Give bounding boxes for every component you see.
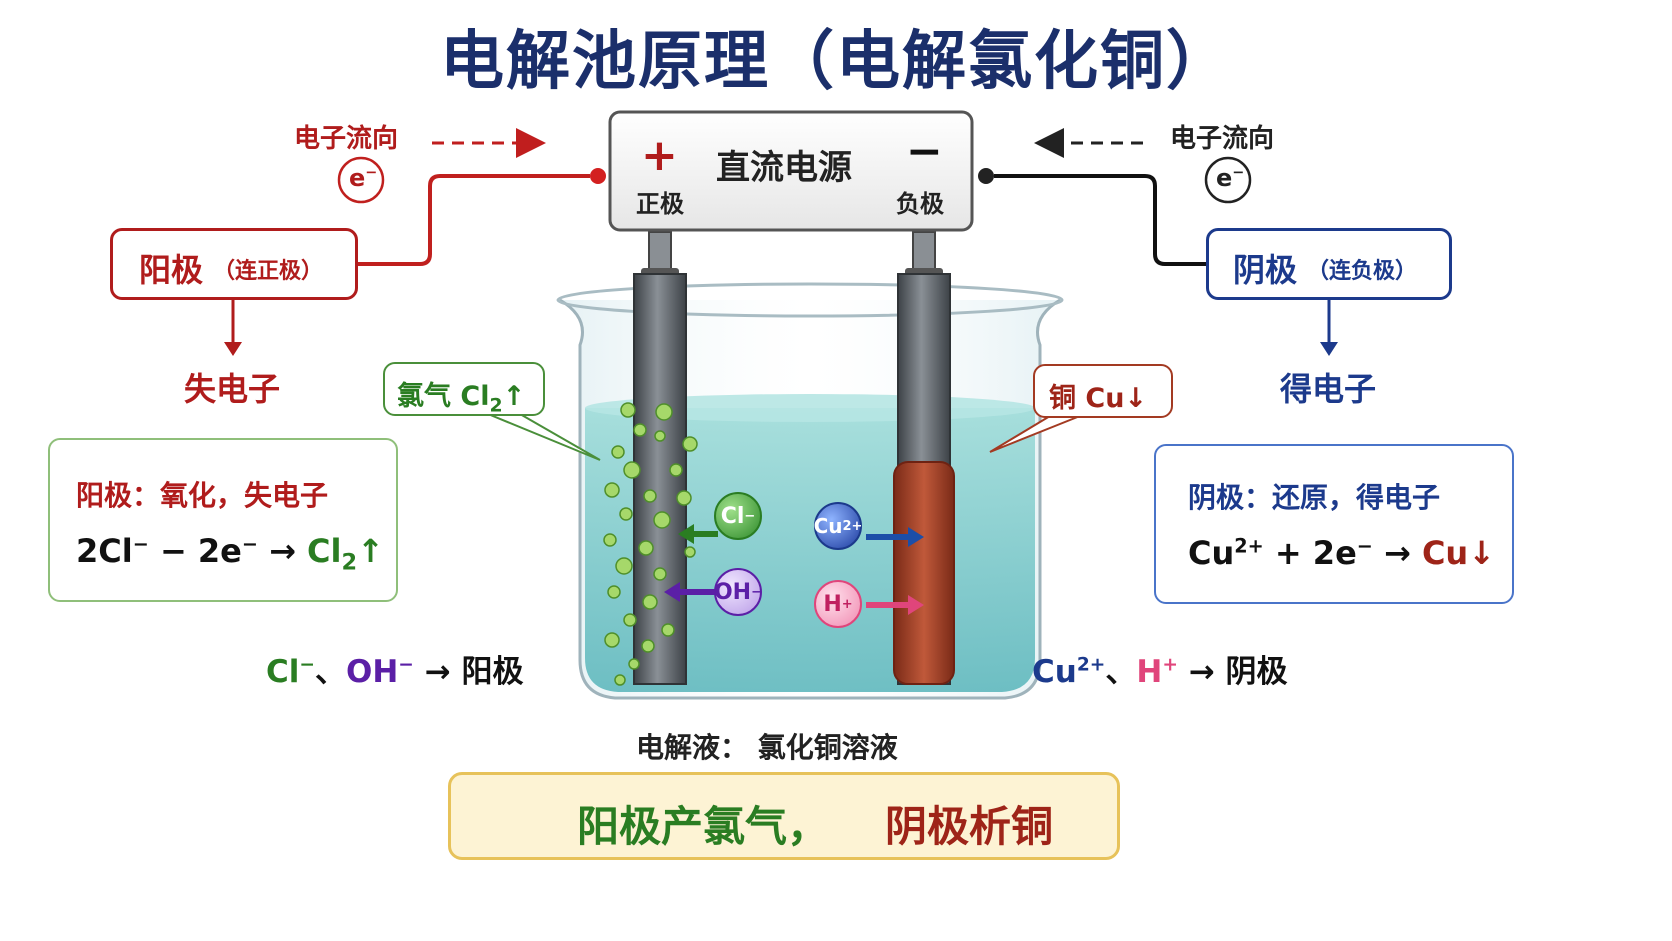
electrolyte-label: 电解液： 氯化铜溶液 bbox=[636, 731, 898, 764]
chlorine-bubble bbox=[623, 461, 641, 479]
chlorine-bubble bbox=[619, 507, 633, 521]
negative-terminal bbox=[978, 168, 994, 184]
copper-deposit-tag: 铜 Cu↓ bbox=[1033, 364, 1173, 418]
chlorine-bubble bbox=[641, 639, 655, 653]
negative-symbol: − bbox=[906, 126, 943, 177]
chlorine-bubble bbox=[638, 540, 654, 556]
summary-anode: 阳极产氯气， bbox=[577, 802, 830, 851]
anode-info-title: 阳极：氧化，失电子 bbox=[76, 479, 329, 512]
anode-info-box: 阳极：氧化，失电子 2Cl− − 2e− → Cl2↑ bbox=[48, 438, 398, 602]
chlorine-bubble bbox=[623, 613, 637, 627]
copper-deposit bbox=[893, 461, 955, 685]
page-title: 电解池原理（电解氯化铜） bbox=[440, 25, 1232, 99]
summary-box: 阳极产氯气， 阴极析铜 bbox=[448, 772, 1120, 860]
chlorine-bubble bbox=[655, 403, 673, 421]
cathode-info-title: 阴极：还原，得电子 bbox=[1188, 481, 1441, 514]
chlorine-bubble bbox=[643, 489, 657, 503]
chlorine-bubble bbox=[654, 430, 666, 442]
anode-equation: 2Cl− − 2e− → Cl2↑ bbox=[76, 532, 384, 576]
anode-action: 失电子 bbox=[184, 370, 281, 408]
chlorine-bubble bbox=[633, 423, 647, 437]
cl-ion: Cl− bbox=[714, 492, 762, 540]
chlorine-bubble bbox=[604, 632, 620, 648]
summary-cathode: 阴极析铜 bbox=[885, 802, 1054, 851]
electron-symbol-left: e− bbox=[349, 164, 378, 192]
anode-connection: （连正极） bbox=[213, 259, 324, 284]
electron-flow-label-right: 电子流向 bbox=[1170, 124, 1275, 154]
chlorine-bubble bbox=[614, 674, 626, 686]
chlorine-bubbles bbox=[603, 402, 698, 686]
chlorine-bubble bbox=[615, 557, 633, 575]
cathode-connection: （连负极） bbox=[1307, 259, 1418, 284]
cathode-label-box: 阴极 （连负极） bbox=[1206, 228, 1452, 300]
electron-icon-left bbox=[337, 156, 385, 204]
h-ion: H+ bbox=[814, 580, 862, 628]
cathode-info-box: 阴极：还原，得电子 Cu2+ + 2e− → Cu↓ bbox=[1154, 444, 1514, 604]
chlorine-bubble bbox=[653, 511, 671, 529]
chlorine-gas-tag: 氯气 Cl2↑ bbox=[383, 362, 545, 416]
chlorine-bubble bbox=[628, 658, 640, 670]
positive-symbol: + bbox=[641, 130, 678, 181]
positive-wire bbox=[358, 174, 590, 266]
chlorine-bubble bbox=[611, 445, 625, 459]
chlorine-bubble bbox=[682, 436, 698, 452]
negative-label: 负极 bbox=[896, 190, 944, 218]
chlorine-bubble bbox=[604, 482, 620, 498]
electron-icon-right bbox=[1204, 156, 1252, 204]
negative-wire bbox=[994, 174, 1208, 266]
oh-ion: OH− bbox=[714, 568, 762, 616]
power-supply bbox=[590, 110, 994, 232]
cathode-equation: Cu2+ + 2e− → Cu↓ bbox=[1188, 534, 1496, 572]
cathode-electrode bbox=[893, 231, 955, 685]
cathode-name: 阴极 bbox=[1233, 251, 1298, 289]
chlorine-bubble bbox=[620, 402, 636, 418]
power-supply-label: 直流电源 bbox=[716, 148, 852, 188]
chlorine-bubble bbox=[684, 546, 696, 558]
cathode-migration-line: Cu2+、H+ → 阴极 bbox=[1032, 654, 1288, 690]
chlorine-bubble bbox=[607, 585, 621, 599]
anode-migration-line: Cl−、OH− → 阳极 bbox=[266, 654, 524, 690]
chlorine-bubble bbox=[661, 623, 675, 637]
chlorine-bubble bbox=[676, 490, 692, 506]
cathode-action: 得电子 bbox=[1280, 370, 1377, 408]
electron-symbol-right: e− bbox=[1216, 164, 1245, 192]
positive-label: 正极 bbox=[636, 190, 684, 218]
positive-terminal bbox=[590, 168, 606, 184]
chlorine-bubble bbox=[653, 567, 667, 581]
anode-electrode bbox=[633, 231, 687, 685]
anode-label-box: 阳极 （连正极） bbox=[110, 228, 358, 300]
chlorine-bubble bbox=[642, 594, 658, 610]
anode-name: 阳极 bbox=[139, 251, 204, 289]
electron-flow-label-left: 电子流向 bbox=[294, 124, 399, 154]
chlorine-bubble bbox=[603, 533, 617, 547]
chlorine-bubble bbox=[669, 463, 683, 477]
